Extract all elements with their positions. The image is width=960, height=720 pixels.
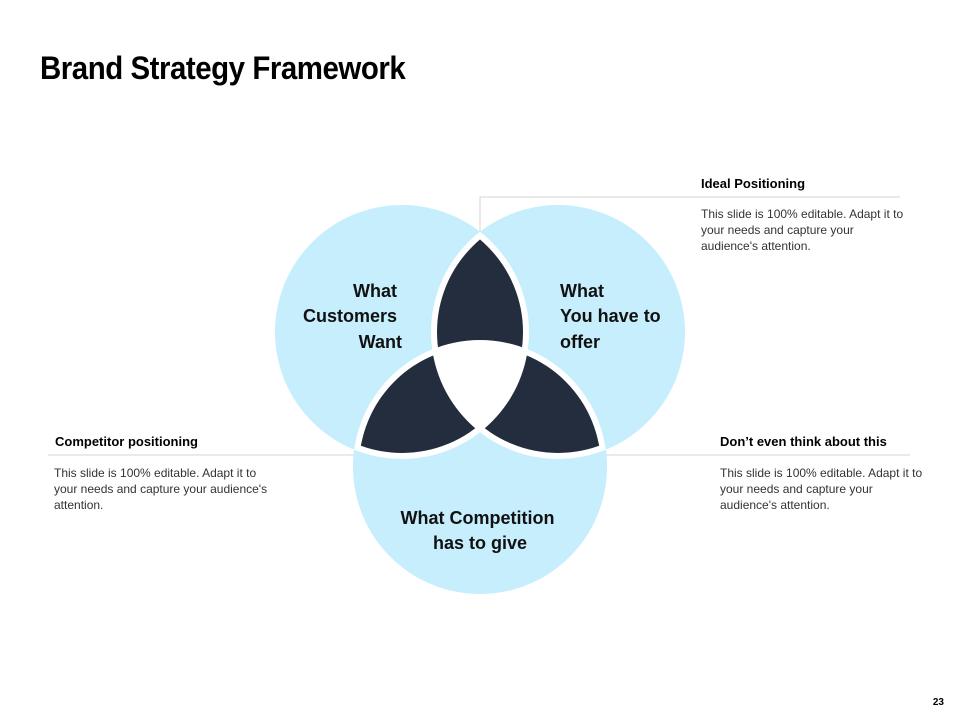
- connector-line-ideal: [479, 196, 900, 240]
- page-number: 23: [932, 697, 944, 708]
- label-competition: What Competition has to give: [401, 508, 560, 553]
- callout-ideal-body: This slide is 100% editable. Adapt it to…: [701, 207, 904, 253]
- label-you-offer: What You have to offer: [560, 281, 666, 352]
- label-risky: Risky: [454, 372, 508, 394]
- callout-competitor-title: Competitor positioning: [55, 434, 198, 449]
- callout-dont-title: Don’t even think about this: [720, 434, 887, 449]
- slide-title: Brand Strategy Framework: [40, 50, 406, 86]
- callout-dont-body: This slide is 100% editable. Adapt it to…: [720, 466, 923, 512]
- lens-competitor-positioning: [359, 346, 523, 453]
- lens-dont-think: [437, 346, 601, 453]
- label-customers-want: What Customers Want: [303, 281, 402, 352]
- callout-competitor-body: This slide is 100% editable. Adapt it to…: [54, 466, 268, 512]
- callout-ideal-title: Ideal Positioning: [701, 176, 806, 191]
